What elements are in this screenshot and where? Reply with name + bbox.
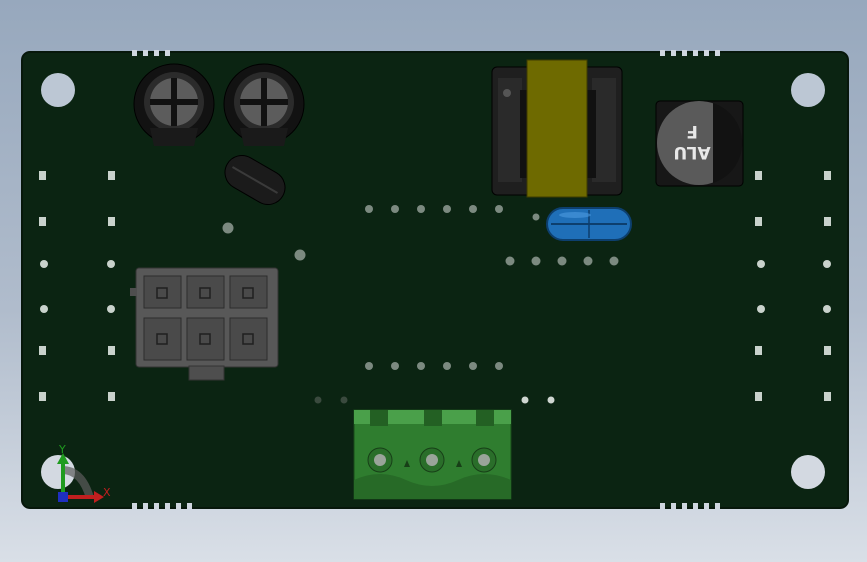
transformer[interactable] <box>491 59 623 198</box>
pad-columns <box>39 171 831 401</box>
mounting-hole <box>41 73 75 107</box>
six-pin-connector[interactable] <box>130 267 279 381</box>
mounting-hole <box>791 73 825 107</box>
axis-x-label: X <box>103 486 111 499</box>
axis-y-label: Y <box>58 443 66 456</box>
fuse-component[interactable] <box>219 149 291 210</box>
capacitor-marking-line2: F <box>686 121 698 141</box>
axis-triad: Y X <box>57 443 111 503</box>
terminal-block[interactable] <box>353 409 512 500</box>
mounting-hole <box>791 455 825 489</box>
y-capacitor[interactable] <box>546 207 632 241</box>
snap-capacitor-left[interactable] <box>133 63 215 146</box>
transformer-winding <box>526 59 588 198</box>
capacitor-marking-line1: ALU <box>673 142 710 162</box>
electrolytic-capacitor[interactable]: ALU F <box>655 100 744 187</box>
edge-slots <box>132 50 720 509</box>
via-rows <box>222 205 619 404</box>
mounting-holes <box>41 73 825 489</box>
snap-capacitor-right[interactable] <box>223 63 305 146</box>
terminal-screws <box>367 447 497 473</box>
